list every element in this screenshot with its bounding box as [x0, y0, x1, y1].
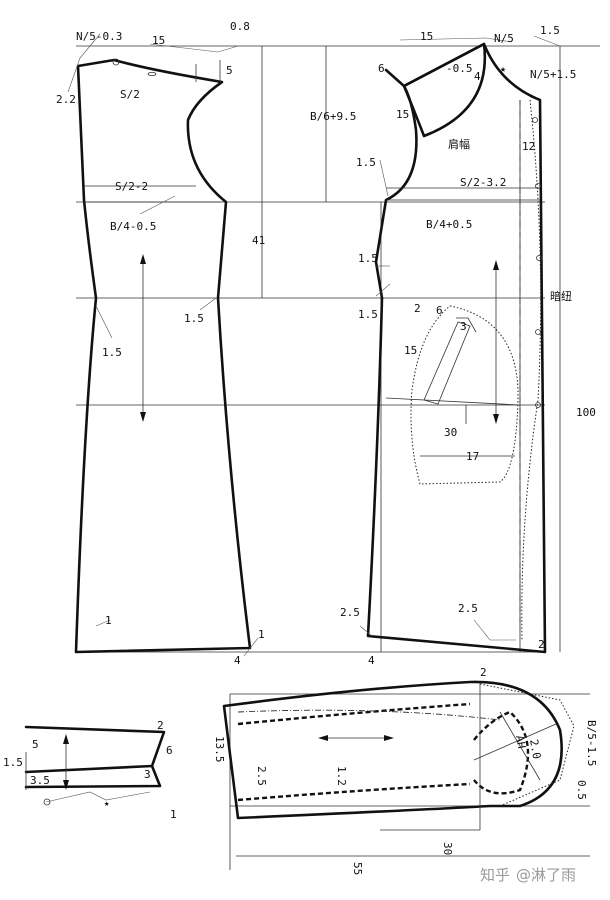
pocket-top-3-label: 3: [460, 320, 467, 333]
front-armhole-in-label: 1.5: [356, 156, 376, 169]
front-side-in-2-label: 1.5: [358, 308, 378, 321]
front-side-in-1-label: 1.5: [358, 252, 378, 265]
collar-piece: ★ 2 5 1.5 6 3.5 3 1: [3, 719, 177, 821]
watermark: 知乎 @淋了雨: [480, 866, 576, 884]
placket-button-icon: [536, 255, 542, 261]
front-dart-len-label: 15: [396, 108, 409, 121]
watermark-platform: 知乎: [480, 866, 510, 884]
armhole-depth-label: B/6+9.5: [310, 110, 356, 123]
front-neck-depth-label: N/5+1.5: [530, 68, 576, 81]
sleeve-cuff-label: 13.5: [213, 736, 226, 763]
back-hem-rise-label: 1: [105, 614, 112, 627]
grain-arrow-up-icon: [140, 254, 146, 264]
front-overlap-label: 12: [522, 140, 535, 153]
pocket-top-2-label: 6: [436, 304, 443, 317]
pocket-top-1-label: 2: [414, 302, 421, 315]
pocket-outline: [410, 305, 519, 485]
collar-v3-label: 3: [144, 768, 151, 781]
front-neck-offset-label: 1.5: [540, 24, 560, 37]
grain-arrow-down-icon: [140, 412, 146, 422]
back-shoulder-drop-label: 5: [226, 64, 233, 77]
back-half-width-label: S/2-2: [115, 180, 148, 193]
back-waist-in-label: 1.5: [102, 346, 122, 359]
waist-length-label: 41: [252, 234, 265, 247]
back-side-in-label: 1.5: [184, 312, 204, 325]
collar-grain-up-icon: [63, 734, 69, 744]
sleeve-arrow-right-icon: [384, 735, 394, 741]
center-dimensions: B/6+9.5 41: [252, 110, 356, 247]
front-neck-width-label: N/5: [494, 32, 514, 45]
collar-v5-label: 5: [32, 738, 39, 751]
front-shoulder-panel: [402, 42, 487, 138]
collar-star-icon: ★: [104, 799, 110, 809]
front-hem-flare-label: 4: [368, 654, 375, 667]
front-neck-adjust-label: -0.5: [446, 62, 473, 75]
back-neck-width-label: N/5-0.3: [76, 30, 122, 43]
sleeve-elbow-label: 30: [441, 842, 454, 855]
collar-v35-label: 3.5: [30, 774, 50, 787]
back-outline: [74, 58, 252, 654]
construction-lines: [76, 45, 600, 653]
collar-v1-label: 1: [170, 808, 177, 821]
collar-v15-label: 1.5: [3, 756, 23, 769]
sleeve-cap-width-label: 0.5: [575, 780, 588, 800]
collar-button-icon: [43, 798, 51, 806]
sleeve-inner2-label: 1.2: [335, 766, 348, 786]
collar-grain-down-icon: [63, 780, 69, 790]
sleeve-cap-height-label: B/5-1.5: [585, 720, 598, 766]
sleeve-cap-top-label: 2: [480, 666, 487, 679]
back-neck-depth-label: 0.8: [230, 20, 250, 33]
total-length-label: 100: [576, 406, 596, 419]
front-bust-label: B/4+0.5: [426, 218, 472, 231]
front-hem-corner-label: 2: [538, 638, 545, 651]
pocket-width-label: 17: [466, 450, 479, 463]
front-collar-val-label: 4: [474, 70, 481, 83]
placket-button-icon: [532, 117, 538, 123]
front-outline: [366, 42, 547, 654]
sleeve-ah-front-label: AH: [513, 734, 528, 749]
star-mark-icon: ★: [500, 64, 506, 75]
front-hem-front-label: 2.5: [458, 602, 478, 615]
placket-button-icon: [535, 402, 541, 408]
sleeve-piece: 2 B/5-1.5 0.5 AH 2.0 13.5 2.5 1.2 30 55: [213, 666, 598, 875]
collar-v6-label: 6: [166, 744, 173, 757]
pocket-len-label: 15: [404, 344, 417, 357]
collar-v2-label: 2: [157, 719, 164, 732]
back-bodice: N/5-0.3 15 0.8 5 2.2 S/2 S/2-2 B/4-0.5 1…: [56, 20, 265, 667]
back-hem-rise-right-label: 1: [258, 628, 265, 641]
hidden-placket-label: 暗纽: [550, 289, 572, 303]
shoulder-mark-icon: [147, 72, 157, 77]
sleeve-length-label: 55: [351, 862, 364, 875]
back-hem-flare-label: 4: [234, 654, 241, 667]
back-neck-button-icon: [112, 58, 120, 66]
pocket-depth-label: 30: [444, 426, 457, 439]
sleeve-ah-val-label: 2.0: [527, 738, 543, 760]
front-grain-up-icon: [493, 260, 499, 270]
front-shoulder-drop-label: 6: [378, 62, 385, 75]
back-half-shoulder-label: S/2: [120, 88, 140, 101]
sleeve-arrow-left-icon: [318, 735, 328, 741]
back-shoulder-len-label: 15: [152, 34, 165, 47]
back-neck-rise-label: 2.2: [56, 93, 76, 106]
front-grain-down-icon: [493, 414, 499, 424]
watermark-author: @淋了雨: [516, 866, 576, 884]
placket-button-icon: [535, 183, 541, 189]
front-shoulder-width-label: 肩幅: [448, 137, 470, 151]
front-hem-side-label: 2.5: [340, 606, 360, 619]
placket-button-icon: [535, 329, 541, 335]
sleeve-inner1-label: 2.5: [255, 766, 268, 786]
pocket-welt: [423, 321, 471, 405]
back-bust-label: B/4-0.5: [110, 220, 156, 233]
front-shoulder-len-label: 15: [420, 30, 433, 43]
front-bodice: ★ 15 N/5 1.5 6 -0.5 4 N/5+1.5 15 肩幅 12 1…: [340, 24, 596, 667]
front-half-width-label: S/2-3.2: [460, 176, 506, 189]
